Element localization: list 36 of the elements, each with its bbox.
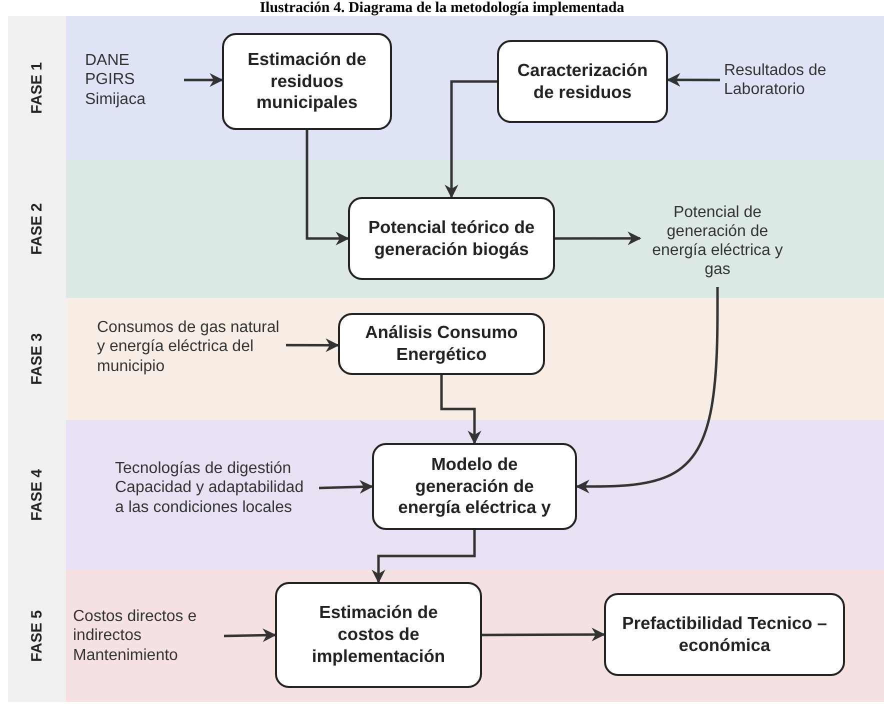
phase-label: FASE 1 xyxy=(28,62,46,114)
diagram-title: Ilustración 4. Diagrama de la metodología implementada xyxy=(258,0,626,17)
arrow xyxy=(372,530,476,584)
phase-lane xyxy=(8,420,884,570)
phase-lane xyxy=(8,298,884,420)
input-text: Tecnologías de digestión Capacidad y adaptabilidad a las condiciones locales xyxy=(115,443,315,533)
process-box: Potencial teórico de generación biogás xyxy=(348,197,555,280)
arrow xyxy=(318,480,374,494)
input-text: Potencial de generación de energía eléctrica y gas xyxy=(640,197,795,285)
phase-lane xyxy=(8,570,884,702)
phase-lane xyxy=(8,160,884,298)
arrow xyxy=(440,375,482,444)
arrow xyxy=(576,287,719,494)
process-box: Análisis Consumo Energético xyxy=(338,313,545,375)
arrow xyxy=(666,73,720,87)
arrow xyxy=(306,130,350,246)
input-text: Consumos de gas natural y energía eléctrica del municipio xyxy=(97,316,282,378)
phase-label: FASE 5 xyxy=(28,610,46,662)
process-box: Modelo de generación de energía eléctrica y xyxy=(372,443,577,530)
arrow xyxy=(286,338,340,352)
phase-label: FASE 2 xyxy=(28,203,46,255)
phase-label: FASE 3 xyxy=(28,333,46,385)
phase-label: FASE 4 xyxy=(28,469,46,521)
process-box: Caracterización de residuos xyxy=(497,40,668,123)
arrow xyxy=(224,628,276,642)
phase-lane xyxy=(8,16,884,160)
input-text: Resultados de Laboratorio xyxy=(724,60,859,100)
arrow xyxy=(444,80,497,198)
input-text: Costos directos e indirectos Mantenimiento xyxy=(73,608,220,664)
process-box: Estimación de costos de implementación xyxy=(275,582,482,688)
input-text: DANE PGIRS Simijaca xyxy=(85,50,180,110)
process-box: Prefactibilidad Tecnico – económica xyxy=(604,593,845,676)
arrow xyxy=(482,628,606,642)
process-box: Estimación de residuos municipales xyxy=(222,33,392,130)
arrow xyxy=(555,232,642,246)
arrow xyxy=(184,73,224,87)
